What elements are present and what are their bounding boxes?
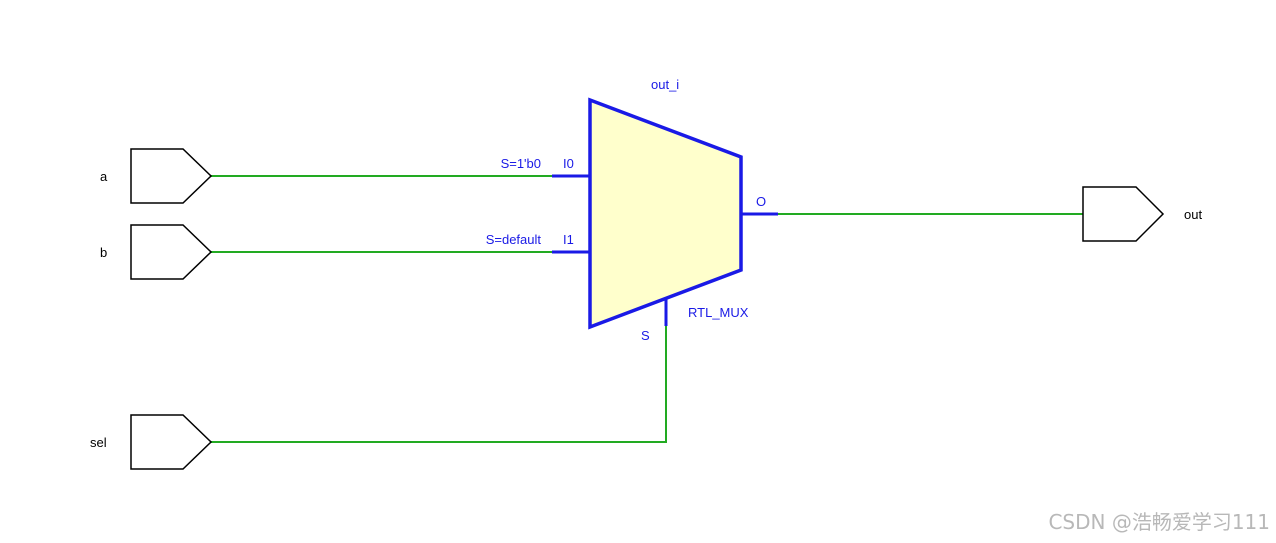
pin-i0-label: I0 <box>563 156 574 171</box>
port-a-label: a <box>100 169 108 184</box>
pin-o-label: O <box>756 194 766 209</box>
cond-i0-label: S=1'b0 <box>501 156 541 171</box>
mux-instance-name: out_i <box>651 77 679 92</box>
pin-s-label: S <box>641 328 650 343</box>
cond-i1-label: S=default <box>486 232 542 247</box>
watermark: CSDN @浩畅爱学习111 <box>1048 510 1270 534</box>
port-b-label: b <box>100 245 107 260</box>
port-out-shape[interactable] <box>1082 186 1165 242</box>
port-out-label: out <box>1184 207 1202 222</box>
port-sel-label: sel <box>90 435 107 450</box>
pin-i1-label: I1 <box>563 232 574 247</box>
mux-type-label: RTL_MUX <box>688 305 749 320</box>
mux-body[interactable] <box>588 97 743 330</box>
wire-sel <box>211 326 667 443</box>
port-b-shape[interactable] <box>130 224 213 280</box>
port-a-shape[interactable] <box>130 148 213 204</box>
port-sel-shape[interactable] <box>130 414 213 470</box>
